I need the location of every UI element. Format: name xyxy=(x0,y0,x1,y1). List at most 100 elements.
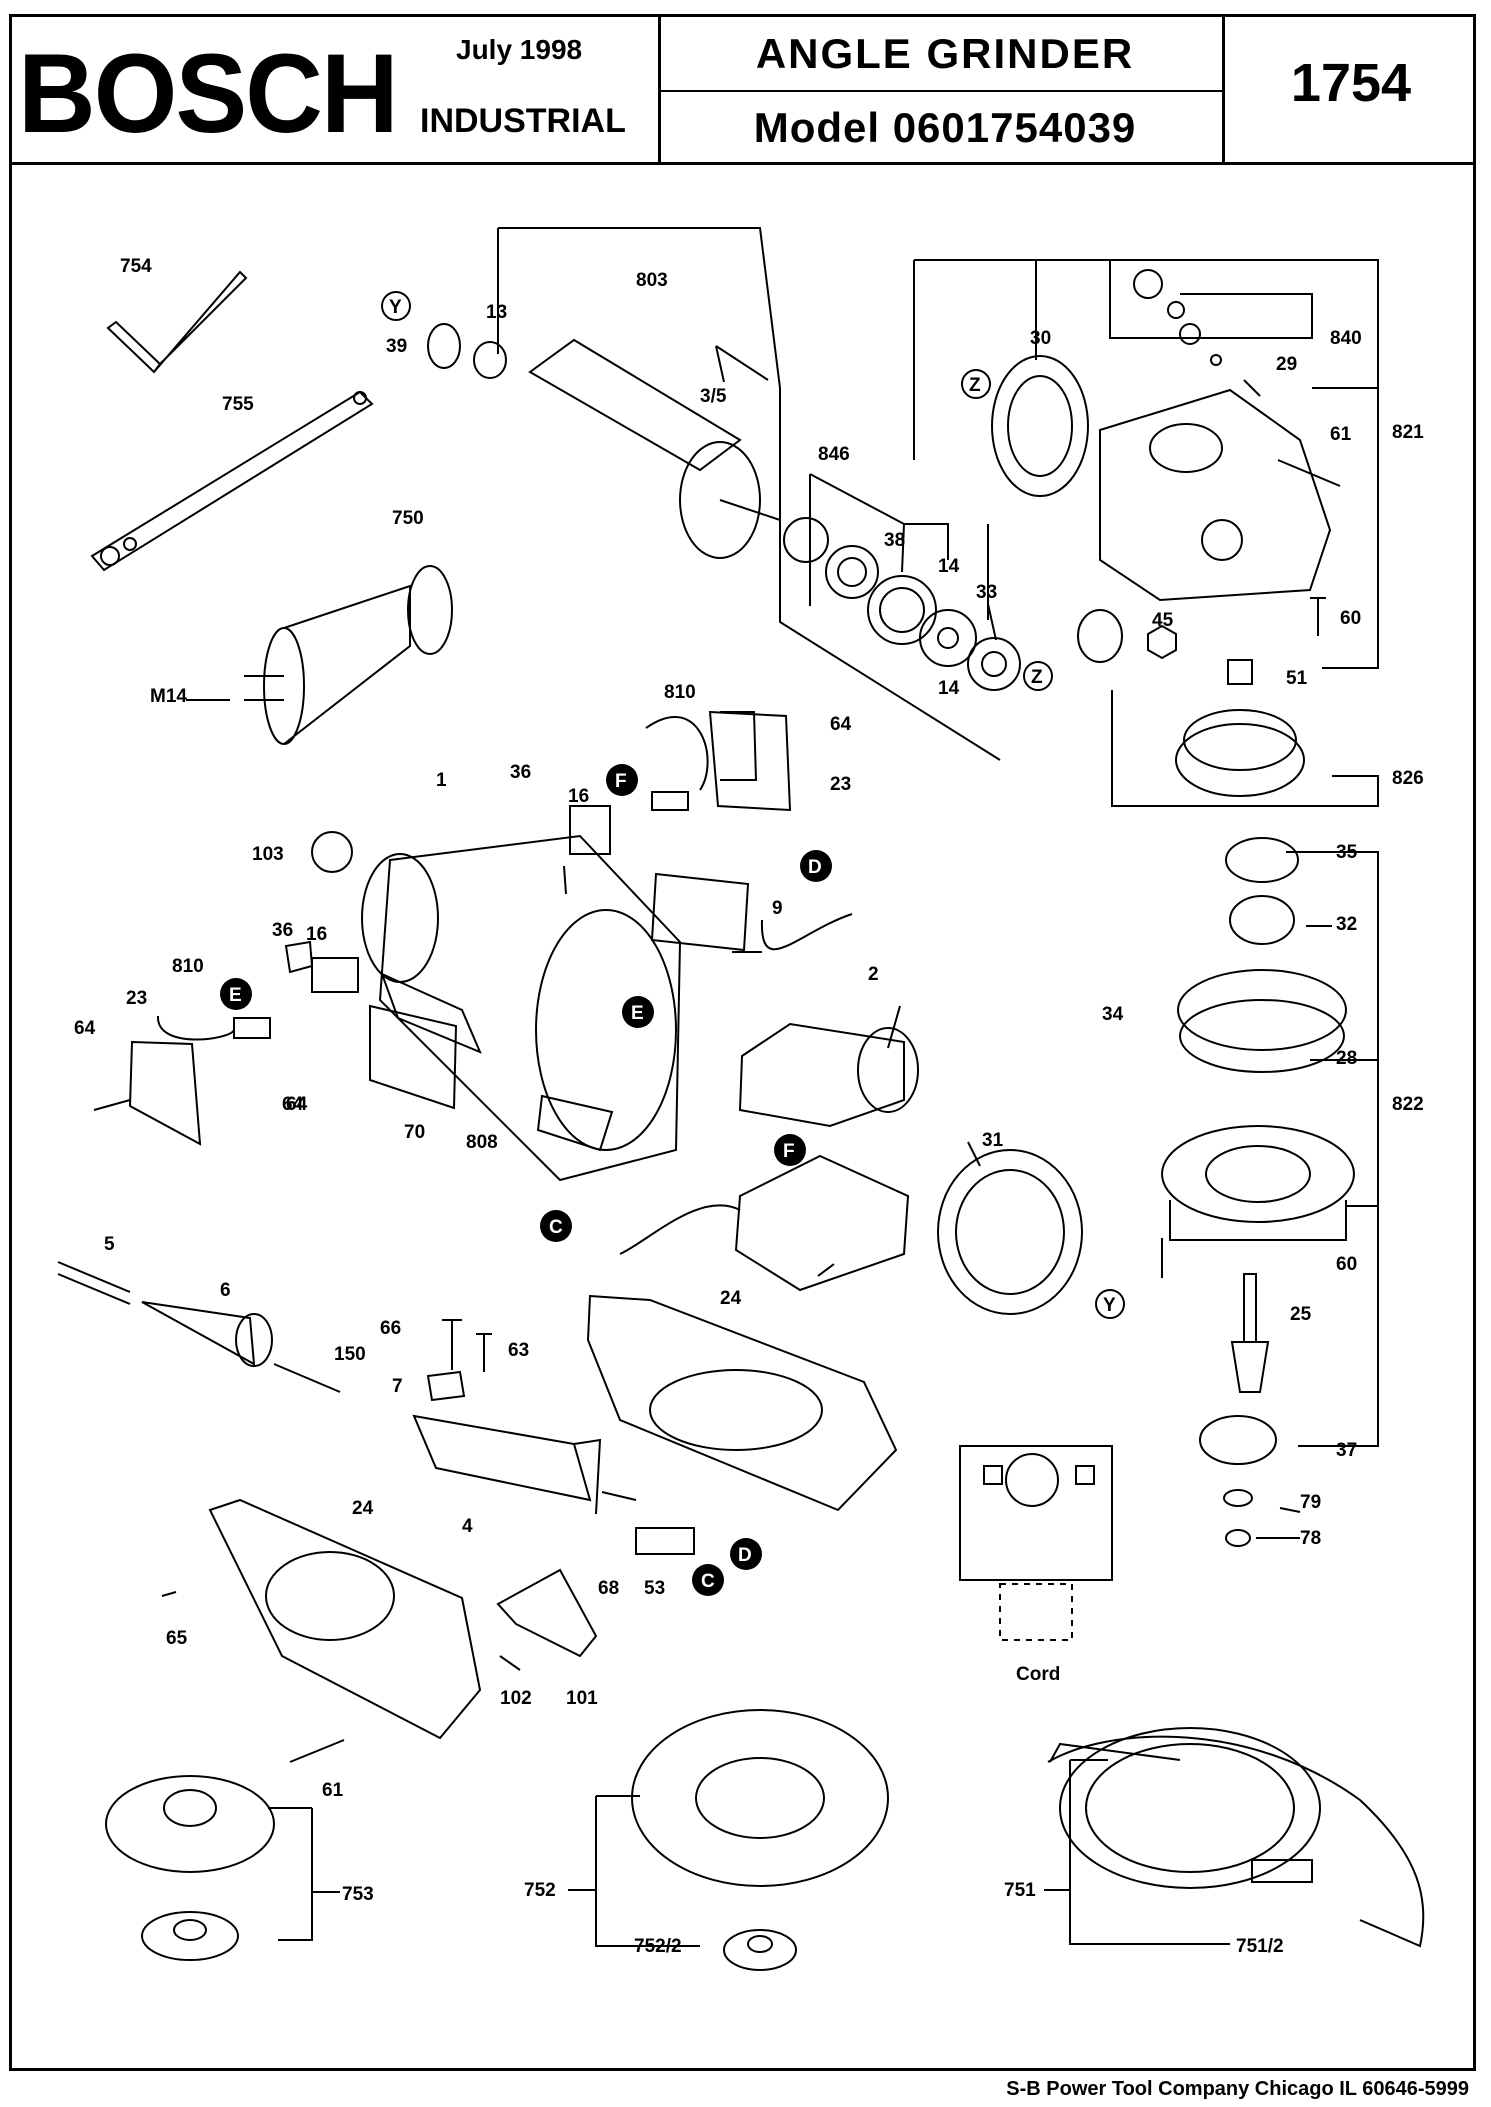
callout-z: Z xyxy=(969,375,981,396)
date: July 1998 xyxy=(456,34,583,65)
part-label: Cord xyxy=(1016,1664,1060,1685)
header-divider xyxy=(9,162,1476,165)
part-label: 63 xyxy=(508,1340,529,1361)
part-label: 32 xyxy=(1336,914,1357,935)
part-label: 61 xyxy=(322,1780,344,1801)
division: INDUSTRIAL xyxy=(420,102,626,140)
part-label: 2 xyxy=(868,964,879,985)
part-label: 33 xyxy=(976,582,997,603)
part-label: 101 xyxy=(566,1688,598,1709)
part-label: 750 xyxy=(392,508,424,529)
part-label: 36 xyxy=(272,920,293,941)
part-label: 24 xyxy=(352,1498,374,1519)
part-label: 38 xyxy=(884,530,905,551)
callout-e: E xyxy=(631,1003,644,1024)
part-label: 822 xyxy=(1392,1094,1424,1115)
header-divider xyxy=(658,14,661,164)
part-label: 752/2 xyxy=(634,1936,682,1957)
part-label: 61 xyxy=(1330,424,1352,445)
callout-e: E xyxy=(229,985,242,1006)
part-label: 24 xyxy=(720,1288,742,1309)
hex-key-drawing xyxy=(106,270,248,374)
part-label: 3/5 xyxy=(700,386,727,407)
part-label: 66 xyxy=(380,1318,401,1339)
callout-d: D xyxy=(738,1545,752,1566)
part-label: 37 xyxy=(1336,1440,1357,1461)
part-label: 14 xyxy=(938,556,960,577)
part-label: 53 xyxy=(644,1578,665,1599)
part-label: 35 xyxy=(1336,842,1358,863)
part-label: 6 xyxy=(220,1280,231,1301)
callout-d: D xyxy=(808,857,822,878)
part-label: 28 xyxy=(1336,1048,1357,1069)
part-label: 102 xyxy=(500,1688,532,1709)
callout-y: Y xyxy=(1103,1295,1116,1316)
part-label: 846 xyxy=(818,444,850,465)
part-label: 13 xyxy=(486,302,507,323)
callout-f: F xyxy=(615,771,627,792)
part-label: 751/2 xyxy=(1236,1936,1284,1957)
callout-c: C xyxy=(549,1217,563,1238)
part-label: 14 xyxy=(938,678,960,699)
part-label: 150 xyxy=(334,1344,366,1365)
part-label: 60 xyxy=(1336,1254,1357,1275)
part-label: 45 xyxy=(1152,610,1174,631)
part-label: 65 xyxy=(166,1628,188,1649)
part-label: 4 xyxy=(462,1516,473,1537)
page-title: ANGLE GRINDER xyxy=(755,30,1135,77)
part-label: 25 xyxy=(1290,1304,1312,1325)
part-label: 103 xyxy=(252,844,284,865)
callout-z: Z xyxy=(1031,667,1043,688)
footer-company: S-B Power Tool Company Chicago IL 60646-… xyxy=(1006,2078,1469,2100)
header-divider xyxy=(1222,14,1225,164)
part-label: 36 xyxy=(510,762,531,783)
part-label: 821 xyxy=(1392,422,1424,443)
part-label: 840 xyxy=(1330,328,1362,349)
part-label: 826 xyxy=(1392,768,1424,789)
part-label: 751 xyxy=(1004,1880,1036,1901)
part-label: 23 xyxy=(830,774,851,795)
part-label: 64 xyxy=(74,1018,96,1039)
part-labels: 754 755 750 M14 803 13 39 3/5 846 38 14 … xyxy=(74,256,1424,1957)
header-divider xyxy=(658,90,1224,92)
part-label: 34 xyxy=(1102,1004,1124,1025)
part-label: 755 xyxy=(222,394,254,415)
model-line: Model 0601754039 xyxy=(753,104,1137,151)
part-label: 752 xyxy=(524,1880,556,1901)
part-label: 753 xyxy=(342,1884,374,1905)
part-label: 79 xyxy=(1300,1492,1321,1513)
brand-logo: BOSCH xyxy=(18,31,399,156)
part-label: 64 xyxy=(282,1094,304,1115)
part-label: 16 xyxy=(306,924,327,945)
part-label: 64 xyxy=(830,714,852,735)
part-label: 39 xyxy=(386,336,407,357)
part-label: 1 xyxy=(436,770,447,791)
part-label: 754 xyxy=(120,256,152,277)
part-label: 810 xyxy=(172,956,204,977)
part-label: 31 xyxy=(982,1130,1004,1151)
part-label: 30 xyxy=(1030,328,1051,349)
reference-callouts: Y Z Z F D E E F C Y D C xyxy=(220,291,1125,1596)
part-label: 68 xyxy=(598,1578,619,1599)
model-number: 1754 xyxy=(1290,53,1412,113)
part-label: 70 xyxy=(404,1122,425,1143)
part-label: 810 xyxy=(664,682,696,703)
callout-y: Y xyxy=(389,297,402,318)
part-label: 60 xyxy=(1340,608,1361,629)
part-label: 5 xyxy=(104,1234,115,1255)
part-label: 29 xyxy=(1276,354,1297,375)
part-label: 16 xyxy=(568,786,589,807)
part-label: 808 xyxy=(466,1132,498,1153)
part-label: 9 xyxy=(772,898,783,919)
callout-c: C xyxy=(701,1571,715,1592)
part-label: 803 xyxy=(636,270,668,291)
part-label: 51 xyxy=(1286,668,1308,689)
part-label: 7 xyxy=(392,1376,403,1397)
callout-f: F xyxy=(783,1141,795,1162)
drawing-frame xyxy=(9,14,1476,2071)
part-label: 23 xyxy=(126,988,147,1009)
part-label: 64 xyxy=(286,1094,308,1115)
part-label: 78 xyxy=(1300,1528,1321,1549)
part-label: M14 xyxy=(150,686,187,707)
